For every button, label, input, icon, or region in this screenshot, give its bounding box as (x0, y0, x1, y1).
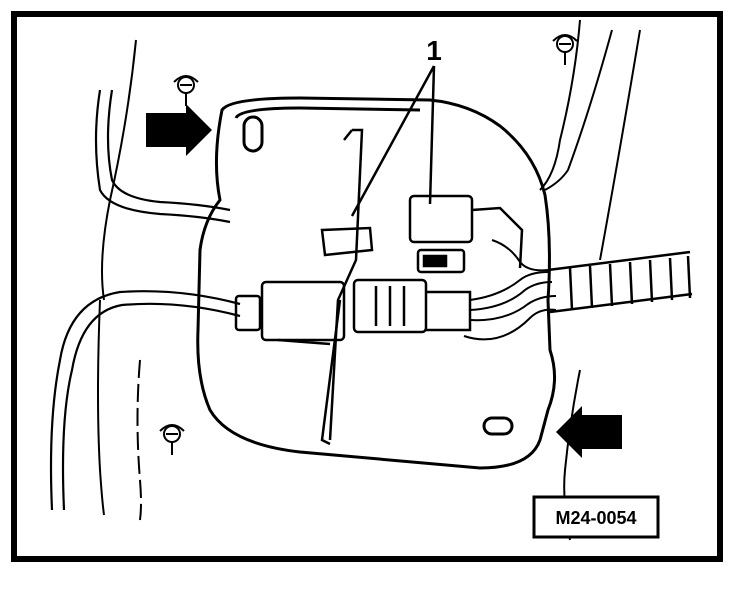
frame-border (11, 11, 723, 562)
connector-upper (408, 194, 524, 274)
body-panel-lines (97, 19, 641, 541)
figure-code: M24-0054 (555, 508, 636, 528)
arrow-right-icon (146, 104, 212, 156)
figure-code-box (532, 495, 660, 539)
wiring-harness (547, 250, 693, 314)
left-cables (49, 89, 241, 511)
screw-icon (552, 34, 578, 65)
callout-leaders (350, 65, 436, 217)
mounting-plate (196, 96, 556, 470)
callout-number: 1 (426, 35, 442, 66)
wires (463, 239, 557, 341)
mounting-slots (242, 115, 514, 436)
connector-lower (234, 278, 472, 346)
arrow-left-icon (556, 406, 622, 458)
screw-icon (173, 75, 199, 106)
screw-icon (159, 424, 185, 455)
bracket (320, 128, 374, 446)
